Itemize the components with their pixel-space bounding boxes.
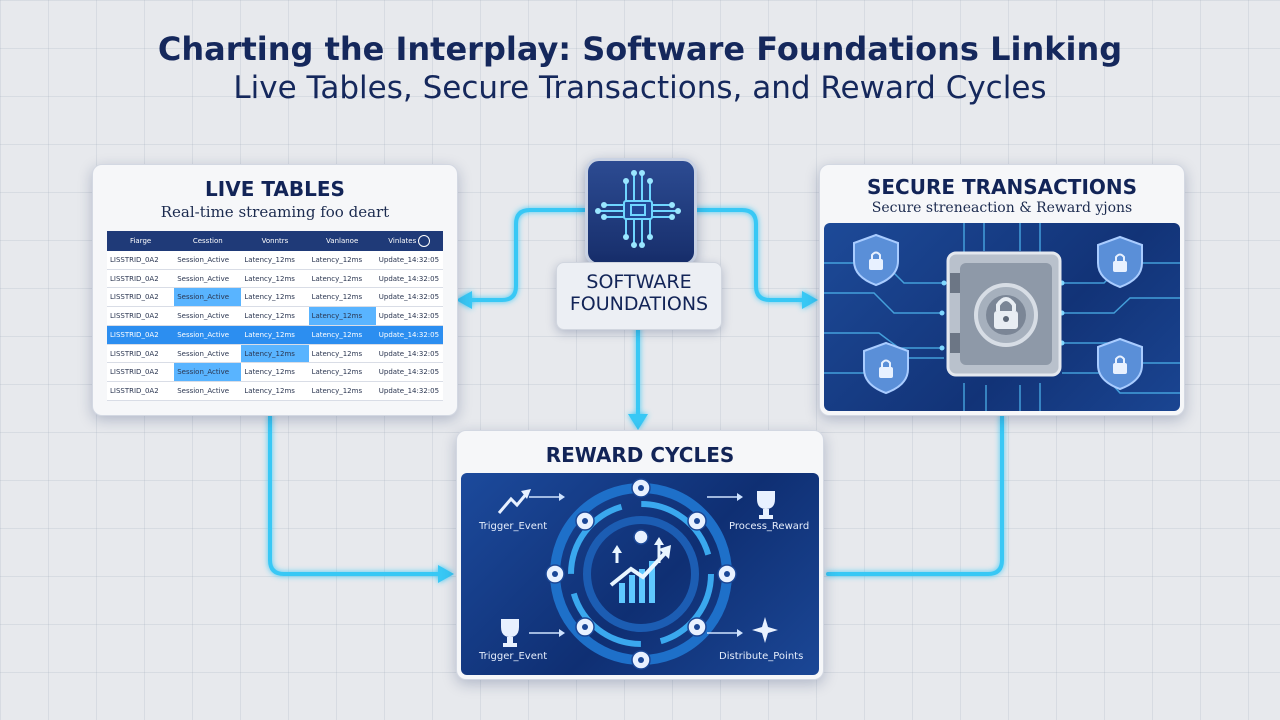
connector-core-to-secure	[690, 208, 810, 302]
connector-secure-to-reward	[826, 414, 1004, 576]
reward-cycle-illustration: Trigger_Event Process_Reward Trigger_Eve…	[461, 473, 819, 675]
column-header: Vanlanoe	[308, 231, 376, 251]
table-cell: LISSTRID_0A2	[107, 362, 175, 383]
trend-arrow-icon	[497, 489, 531, 514]
secure-illustration	[824, 223, 1180, 411]
growth-chart-icon	[609, 537, 671, 603]
table-cell: Session_Active	[174, 344, 242, 364]
table-cell: Latency_12ms	[308, 325, 376, 345]
table-cell: Latency_12ms	[308, 381, 376, 401]
diagram-title: Charting the Interplay: Software Foundat…	[0, 30, 1280, 108]
table-cell: Latency_12ms	[308, 251, 376, 270]
table-cell: Latency_12ms	[308, 306, 376, 326]
table-cell: LISSTRID_0A2	[107, 251, 175, 270]
live-tables-title: LIVE TABLES	[205, 177, 345, 201]
vault-icon	[946, 251, 1062, 377]
table-cell: Session_Active	[174, 325, 242, 345]
reward-step-label: Distribute_Points	[719, 651, 804, 662]
table-cell: Update_14:32:05	[375, 362, 443, 383]
table-cell: Update_14:32:05	[375, 269, 443, 289]
table-cell: Session_Active	[174, 381, 242, 401]
secure-transactions-subtitle: Secure streneaction & Reward yjons	[871, 200, 1133, 216]
table-cell: Latency_12ms	[308, 344, 376, 364]
table-cell: Latency_12ms	[241, 287, 309, 308]
sparkle-icon	[752, 617, 778, 643]
core-label-line-2: FOUNDATIONS	[569, 293, 709, 315]
live-data-table: Fiarge Cesstion Vonntrs Vanlanoe Vinlate…	[107, 231, 443, 401]
table-cell: LISSTRID_0A2	[107, 381, 175, 401]
table-cell: Update_14:32:05	[375, 251, 443, 270]
reward-cycles-title: REWARD CYCLES	[545, 443, 735, 467]
table-cell: Update_14:32:05	[375, 287, 443, 308]
table-cell: LISSTRID_0A2	[107, 306, 175, 326]
secure-transactions-card: SECURE TRANSACTIONS Secure streneaction …	[819, 164, 1185, 416]
connector-core-to-live	[466, 208, 586, 302]
shield-lock-icon	[1097, 235, 1143, 289]
shield-lock-icon	[1097, 337, 1143, 391]
column-header-label: Vinlates	[388, 237, 417, 245]
shield-lock-icon	[863, 341, 909, 395]
table-cell: Session_Active	[174, 362, 242, 383]
live-tables-card: LIVE TABLES Real-time streaming foo dear…	[92, 164, 458, 416]
table-cell: Latency_12ms	[241, 344, 309, 364]
arrowhead-reward-left	[438, 565, 454, 583]
table-cell: Session_Active	[174, 251, 242, 270]
table-cell: Latency_12ms	[241, 362, 309, 383]
live-tables-subtitle: Real-time streaming foo deart	[160, 203, 390, 221]
table-cell: Latency_12ms	[308, 362, 376, 383]
table-cell: Update_14:32:05	[375, 306, 443, 326]
table-cell: Latency_12ms	[308, 269, 376, 289]
table-cell: Latency_12ms	[241, 381, 309, 401]
software-foundations-label: SOFTWARE FOUNDATIONS	[556, 262, 722, 330]
table-header-row: Fiarge Cesstion Vonntrs Vanlanoe Vinlate…	[107, 231, 443, 251]
table-cell: LISSTRID_0A2	[107, 344, 175, 364]
core-label-line-1: SOFTWARE	[586, 271, 692, 293]
title-line-1: Charting the Interplay: Software Foundat…	[157, 30, 1123, 68]
column-header: Cesstion	[174, 231, 242, 251]
column-header: Fiarge	[107, 231, 175, 251]
arrowhead-reward-top	[628, 414, 648, 430]
table-cell: Update_14:32:05	[375, 381, 443, 401]
reward-step-label: Trigger_Event	[479, 651, 548, 662]
table-cell: Latency_12ms	[308, 287, 376, 308]
trophy-icon	[757, 491, 775, 519]
reward-step-label: Trigger_Event	[479, 521, 548, 532]
table-cell: Session_Active	[174, 287, 242, 308]
arrowhead-live	[456, 291, 472, 309]
title-line-2: Live Tables, Secure Transactions, and Re…	[233, 70, 1047, 107]
reward-cycles-card: REWARD CYCLES	[456, 430, 824, 680]
connector-live-to-reward	[268, 414, 442, 576]
table-cell: Session_Active	[174, 269, 242, 289]
trophy-icon	[501, 619, 519, 647]
arrowhead-secure	[802, 291, 818, 309]
reward-step-label: Process_Reward	[729, 521, 810, 532]
table-cell: Update_14:32:05	[375, 344, 443, 364]
table-cell: LISSTRID_0A2	[107, 269, 175, 289]
column-header: Vinlates	[375, 231, 443, 251]
table-cell: Latency_12ms	[241, 325, 309, 345]
table-cell: LISSTRID_0A2	[107, 325, 175, 345]
secure-transactions-title: SECURE TRANSACTIONS	[866, 175, 1138, 199]
table-cell: LISSTRID_0A2	[107, 287, 175, 308]
shield-lock-icon	[853, 233, 899, 287]
microchip-icon	[585, 158, 697, 266]
table-cell: Latency_12ms	[241, 269, 309, 289]
table-cell: Latency_12ms	[241, 251, 309, 270]
table-cell: Session_Active	[174, 306, 242, 326]
column-header: Vonntrs	[241, 231, 309, 251]
clock-icon	[418, 235, 431, 247]
table-cell: Update_14:32:05	[375, 325, 443, 345]
table-cell: Latency_12ms	[241, 306, 309, 326]
